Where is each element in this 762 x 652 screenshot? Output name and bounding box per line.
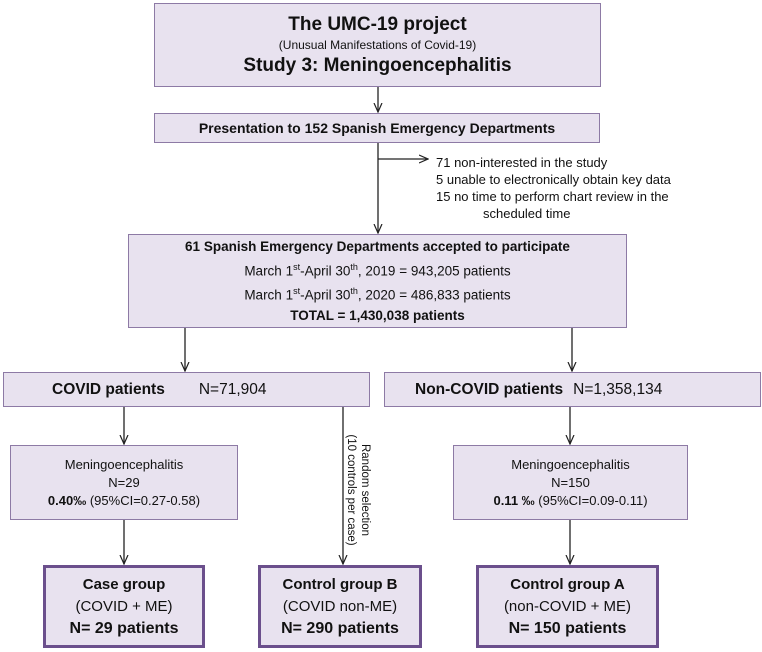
control-group-a-box: Control group A (non-COVID + ME) N= 150 … [476, 565, 659, 648]
exclusions-list: 71 non-interested in the study 5 unable … [436, 154, 671, 222]
presentation-text: Presentation to 152 Spanish Emergency De… [198, 120, 556, 136]
noncovid-patients-box: Non-COVID patients N=1,358,134 [384, 372, 761, 407]
case-group-n: N= 29 patients [69, 619, 179, 637]
control-b-desc: (COVID non-ME) [282, 597, 398, 615]
me-noncovid-n: N=150 [551, 474, 590, 490]
me-covid-n: N=29 [108, 474, 140, 490]
study-title: Study 3: Meningoencephalitis [243, 54, 512, 76]
project-subtitle: (Unusual Manifestations of Covid-19) [278, 37, 477, 52]
control-b-n: N= 290 patients [281, 619, 399, 637]
case-group-title: Case group [82, 575, 166, 593]
exclusion-item: scheduled time [483, 206, 571, 221]
case-group-desc: (COVID + ME) [75, 597, 173, 615]
period-2019: March 1st-April 30th, 2019 = 943,205 pat… [244, 261, 511, 279]
total-patients: TOTAL = 1,430,038 patients [290, 307, 465, 323]
me-covid-name: Meningoencephalitis [64, 456, 184, 472]
random-selection-line1: Random selection [359, 443, 371, 537]
control-group-b-box: Control group B (COVID non-ME) N= 290 pa… [258, 565, 422, 648]
me-covid-rate: 0.40‰ (95%CI=0.27-0.58) [47, 492, 201, 508]
exclusion-item: 15 no time to perform chart review in th… [436, 189, 669, 204]
noncovid-label: Non-COVID patients [415, 380, 564, 398]
covid-label: COVID patients [52, 380, 165, 398]
me-noncovid-name: Meningoencephalitis [511, 456, 630, 472]
period-2020: March 1st-April 30th, 2020 = 486,833 pat… [244, 286, 511, 303]
control-b-title: Control group B [282, 575, 398, 593]
random-selection-line2: (10 controls per case) [345, 434, 357, 546]
case-group-box: Case group (COVID + ME) N= 29 patients [43, 565, 205, 648]
project-title: The UMC-19 project [288, 13, 467, 35]
project-box: The UMC-19 project (Unusual Manifestatio… [154, 3, 601, 87]
exclusion-item: 5 unable to electronically obtain key da… [436, 172, 671, 187]
accepted-title: 61 Spanish Emergency Departments accepte… [185, 238, 570, 254]
presentation-box: Presentation to 152 Spanish Emergency De… [154, 113, 600, 143]
me-noncovid-rate: 0.11 ‰ (95%CI=0.09-0.11) [493, 492, 648, 508]
me-noncovid-box: Meningoencephalitis N=150 0.11 ‰ (95%CI=… [453, 445, 688, 520]
random-selection-label: Random selection (10 controls per case) [343, 425, 373, 555]
covid-n: N=71,904 [198, 380, 267, 398]
accepted-box: 61 Spanish Emergency Departments accepte… [128, 234, 627, 328]
control-a-desc: (non-COVID + ME) [503, 597, 632, 615]
control-a-title: Control group A [510, 575, 625, 593]
covid-patients-box: COVID patients N=71,904 [3, 372, 370, 407]
noncovid-n: N=1,358,134 [573, 380, 663, 398]
me-covid-box: Meningoencephalitis N=29 0.40‰ (95%CI=0.… [10, 445, 238, 520]
exclusion-item: 71 non-interested in the study [436, 155, 608, 170]
control-a-n: N= 150 patients [508, 619, 627, 637]
